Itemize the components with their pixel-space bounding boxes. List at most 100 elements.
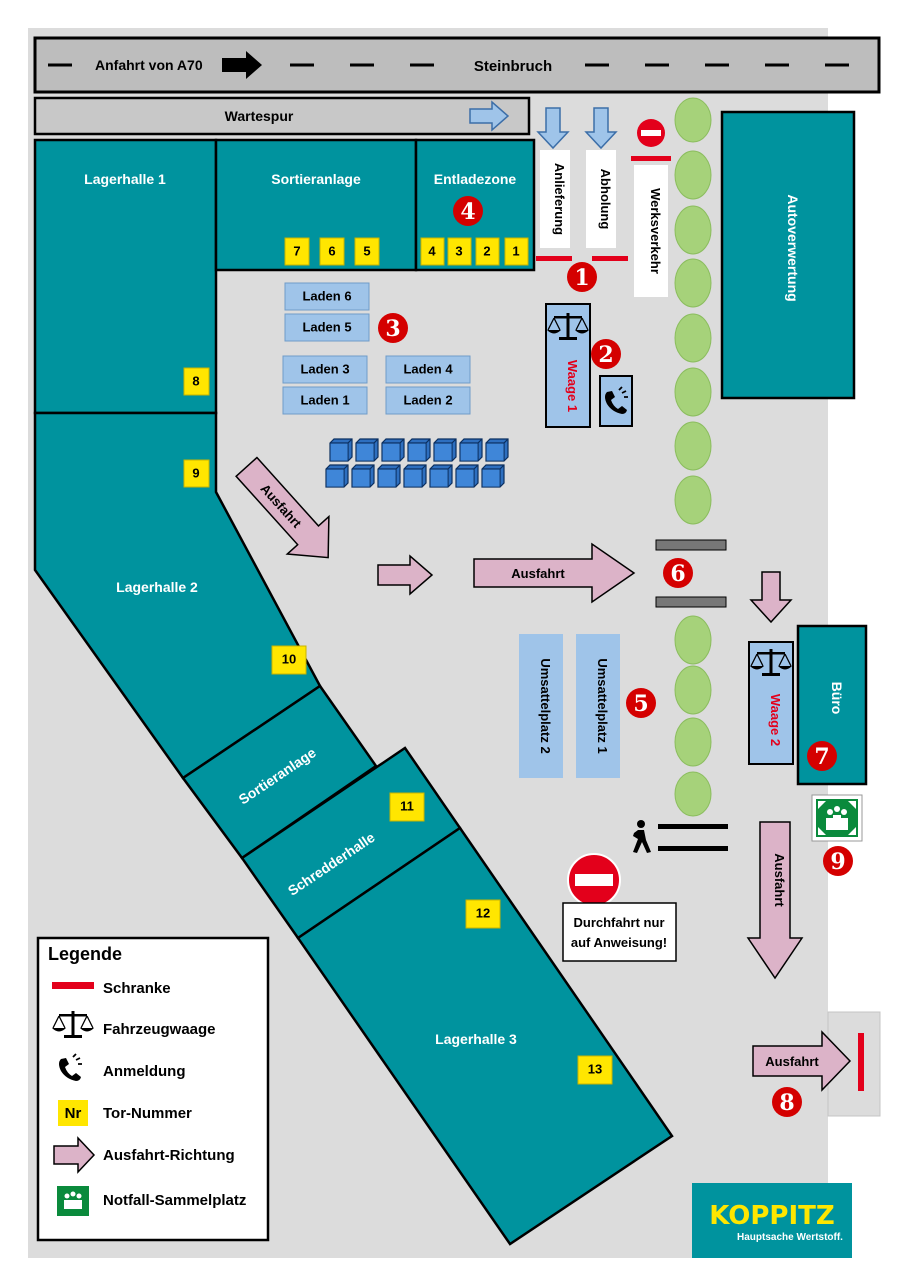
svg-text:2: 2 [598,342,613,368]
umsattelplatz-2: Umsattelplatz 2 [519,634,563,778]
lane-anlieferung-label: Anlieferung [552,163,567,235]
svg-text:5: 5 [363,243,370,258]
svg-text:Anmeldung: Anmeldung [103,1063,186,1080]
container-cube [403,464,427,488]
ausfahrt-label-center: Ausfahrt [511,566,565,581]
container-cube [433,438,457,462]
svg-text:Nr: Nr [65,1105,82,1122]
legend-item-tor-nummer: Nr Tor-Nummer [58,1100,192,1126]
barrier-gate-top [655,539,727,551]
badge-2: 2 [591,339,621,369]
svg-text:1: 1 [512,243,519,258]
svg-text:2: 2 [483,243,490,258]
wartespur-arrow [469,100,510,132]
buero-label: Büro [829,682,845,715]
tor-13: 13 [577,1055,613,1085]
ausfahrt-arrow-down: Ausfahrt [746,821,804,980]
lagerhalle-3: Lagerhalle 3 [296,826,674,1246]
autoverwertung-label: Autoverwertung [785,194,801,301]
shop-laden-4: Laden 4 [385,355,471,384]
svg-text:6: 6 [328,243,335,258]
svg-text:Tor-Nummer: Tor-Nummer [103,1105,192,1122]
svg-text:12: 12 [476,905,490,920]
svg-text:Notfall-Sammelplatz: Notfall-Sammelplatz [103,1192,246,1209]
svg-text:Fahrzeugwaage: Fahrzeugwaage [103,1021,216,1038]
sortieranlage-top-label: Sortieranlage [271,171,361,187]
container-cube [355,438,379,462]
tree-row [674,97,712,817]
svg-text:1: 1 [574,265,589,291]
container-cube [481,464,505,488]
svg-text:Laden 4: Laden 4 [403,361,453,376]
notice-durchfahrt: Durchfahrt nur auf Anweisung! [562,902,677,962]
container-cube [485,438,509,462]
container-cube [459,438,483,462]
road-label-a70: Anfahrt von A70 [95,57,203,73]
svg-text:13: 13 [588,1061,602,1076]
svg-text:3: 3 [455,243,462,258]
svg-text:9: 9 [192,465,199,480]
arrow-right-icon [222,51,262,79]
svg-text:Schranke: Schranke [103,980,171,997]
svg-text:Ausfahrt-Richtung: Ausfahrt-Richtung [103,1147,235,1164]
tor-2: 2 [475,237,500,266]
ausfahrt-arrow-down-small [749,571,793,624]
badge-8: 8 [772,1087,802,1117]
container-cube [455,464,479,488]
badge-4: 4 [453,196,483,226]
svg-text:8: 8 [192,373,199,388]
notice-line-1: Durchfahrt nur [574,915,665,930]
svg-text:4: 4 [460,199,475,225]
badge-9: 9 [823,846,853,876]
legend-item-notfall-sammelplatz: Notfall-Sammelplatz [57,1186,246,1216]
legend-item-schranke: Schranke [52,980,171,997]
shop-laden-1: Laden 1 [282,386,368,415]
tor-5: 5 [354,237,380,266]
sortieranlage-bottom: Sortieranlage [181,684,378,860]
lane-abholung-label: Abholung [598,169,613,230]
assembly-point-icon [811,794,863,842]
no-entry-icon [567,853,621,907]
lane-abholung: Abholung [584,107,618,248]
svg-text:7: 7 [293,243,300,258]
waage-2: Waage 2 [748,641,794,765]
legend: Legende Schranke Fahrzeugwaage Anmeldung… [36,936,270,1242]
ausfahrt-arrow-center: Ausfahrt [473,542,636,604]
lagerhalle-3-label: Lagerhalle 3 [435,1031,517,1047]
lane-werksverkehr-label: Werksverkehr [648,188,663,274]
barrier-abholung [592,256,628,261]
tor-12: 12 [465,899,501,929]
notice-line-2: auf Anweisung! [571,935,667,950]
svg-text:11: 11 [400,798,414,813]
ausfahrt-arrow-small [377,554,434,596]
waage-1-label: Waage 1 [565,360,580,412]
waage-1: Waage 1 [545,303,591,428]
svg-text:Laden 2: Laden 2 [403,392,452,407]
lane-werksverkehr: Werksverkehr [631,119,671,297]
tor-10: 10 [271,645,307,675]
ausfahrt-label-exit: Ausfahrt [765,1054,819,1069]
svg-text:Laden 1: Laden 1 [300,392,349,407]
pedestrian-crossing [658,824,728,851]
lagerhalle-1-label: Lagerhalle 1 [84,171,166,187]
ausfahrt-label-down: Ausfahrt [772,853,787,907]
tor-3: 3 [447,237,472,266]
tor-4: 4 [420,237,445,266]
svg-text:Laden 3: Laden 3 [300,361,349,376]
no-entry-icon [637,119,665,147]
lagerhalle-2-label: Lagerhalle 2 [116,579,198,595]
tor-1: 1 [504,237,529,266]
svg-text:5: 5 [633,691,648,717]
lane-anlieferung: Anlieferung [536,107,570,248]
anmeldung [599,375,633,427]
shop-laden-2: Laden 2 [385,386,471,415]
container-cube [325,464,349,488]
koppitz-logo: KOPPITZ Hauptsache Wertstoff. [692,1183,852,1258]
svg-text:Laden 6: Laden 6 [302,288,351,303]
tor-7: 7 [284,237,310,266]
sortieranlage-top: Sortieranlage [214,138,418,272]
container-cube [351,464,375,488]
container-cube [429,464,453,488]
brand-tagline: Hauptsache Wertstoff. [737,1232,843,1243]
